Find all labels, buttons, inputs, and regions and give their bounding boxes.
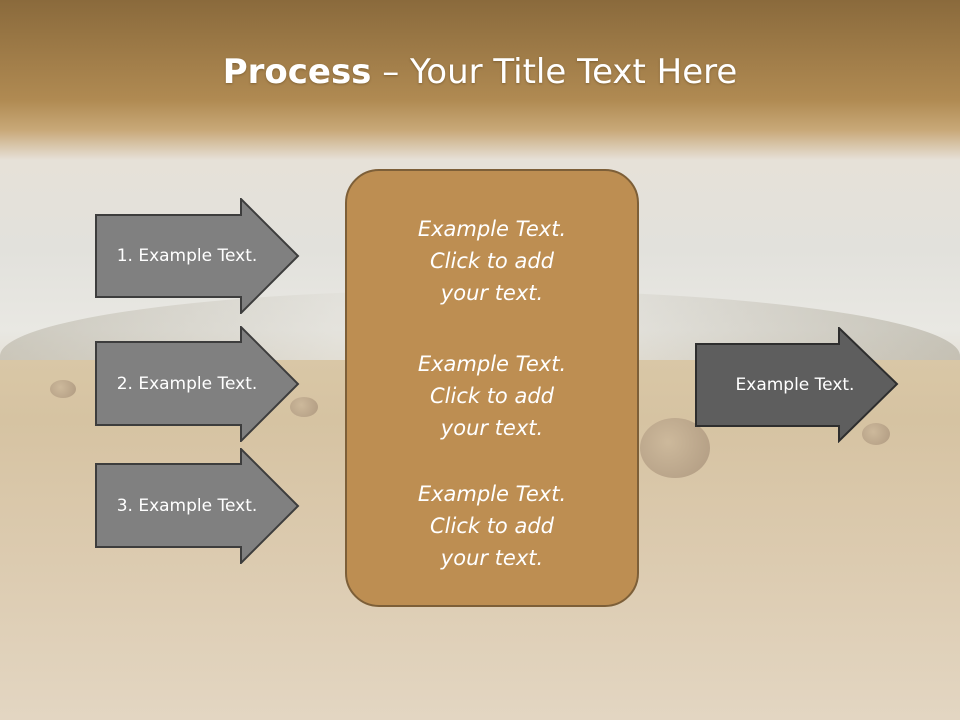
center-text-block-1[interactable]: Example Text. Click to add your text.	[345, 213, 639, 309]
left-arrow-2[interactable]: 2. Example Text.	[95, 326, 300, 442]
center-text-block-3[interactable]: Example Text. Click to add your text.	[345, 478, 639, 574]
center-text-line: Click to add	[429, 384, 554, 408]
left-arrow-1-label: 1. Example Text.	[116, 246, 258, 266]
title-rest-text: – Your Title Text Here	[371, 52, 738, 92]
arrow-shape-icon	[95, 198, 300, 314]
left-arrow-2-label: 2. Example Text.	[116, 374, 258, 394]
title-bold-text: Process	[222, 52, 372, 92]
center-text-line: Click to add	[429, 514, 554, 538]
hay-bale-image	[862, 423, 890, 445]
right-arrow[interactable]: Example Text.	[695, 327, 900, 443]
center-text-line: your text.	[440, 546, 544, 570]
slide-title[interactable]: Process – Your Title Text Here	[0, 52, 960, 92]
center-text-box[interactable]	[345, 169, 639, 607]
center-text-block-2[interactable]: Example Text. Click to add your text.	[345, 348, 639, 444]
hay-bale-image	[290, 397, 318, 417]
center-text-line: Click to add	[429, 249, 554, 273]
center-text-line: your text.	[440, 281, 544, 305]
left-arrow-3[interactable]: 3. Example Text.	[95, 448, 300, 564]
arrow-shape-icon	[95, 448, 300, 564]
center-text-line: Example Text.	[417, 352, 567, 376]
left-arrow-1[interactable]: 1. Example Text.	[95, 198, 300, 314]
center-text-line: Example Text.	[417, 217, 567, 241]
arrow-shape-icon	[95, 326, 300, 442]
hay-bale-image	[640, 418, 710, 478]
arrow-shape-icon	[695, 327, 899, 443]
left-arrow-3-label: 3. Example Text.	[116, 496, 258, 516]
center-text-line: your text.	[440, 416, 544, 440]
right-arrow-label: Example Text.	[735, 375, 855, 395]
center-text-line: Example Text.	[417, 482, 567, 506]
hay-bale-image	[50, 380, 76, 398]
